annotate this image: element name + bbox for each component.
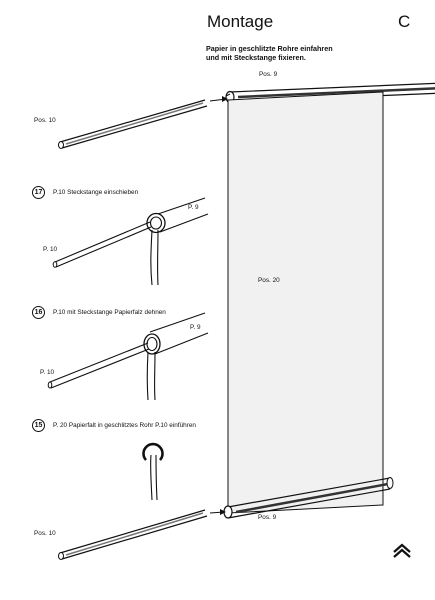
step-16-p9-label: P. 9	[190, 324, 201, 331]
step-15: 15 P. 20 Papierfalt in geschlitztes Rohr …	[32, 419, 196, 432]
step-number: 16	[32, 306, 45, 319]
step-text: P. 20 Papierfalt in geschlitztes Rohr P.…	[53, 422, 196, 430]
pos20-label: Pos. 20	[258, 277, 280, 284]
instruction-line-2: und mit Steckstange fixieren.	[206, 53, 306, 62]
step-16-p10-label: P. 10	[40, 369, 55, 376]
step-17-p9-label: P. 9	[188, 204, 199, 211]
instruction-line-1: Papier in geschlitzte Rohre einfahren	[206, 44, 333, 53]
step-17-p10-label: P. 10	[43, 246, 58, 253]
paper-sheet	[227, 91, 384, 514]
step-15-detail	[142, 442, 164, 501]
pos10-top-label: Pos. 10	[34, 117, 56, 124]
bottom-tube	[223, 477, 394, 519]
step-number: 17	[32, 186, 45, 199]
rod-top	[58, 99, 208, 149]
step-17: 17 P.10 Steckstange einschieben	[32, 186, 138, 199]
double-chevron-up-icon[interactable]	[392, 543, 412, 559]
step-number: 15	[32, 419, 45, 432]
rod-bottom	[58, 509, 208, 560]
page-title: Montage	[207, 12, 274, 31]
section-letter: C	[398, 12, 411, 31]
step-text: P.10 Steckstange einschieben	[53, 189, 139, 197]
step-16-detail	[47, 312, 209, 401]
step-17-detail	[52, 197, 209, 286]
pos9-top-label: Pos. 9	[259, 71, 278, 78]
pos10-bottom-label: Pos. 10	[34, 530, 56, 537]
pos9-bottom-label: Pos. 9	[258, 514, 277, 521]
step-16: 16 P.10 mit Steckstange Papierfalz dehnen	[32, 306, 166, 319]
step-text: P.10 mit Steckstange Papierfalz dehnen	[53, 309, 166, 317]
